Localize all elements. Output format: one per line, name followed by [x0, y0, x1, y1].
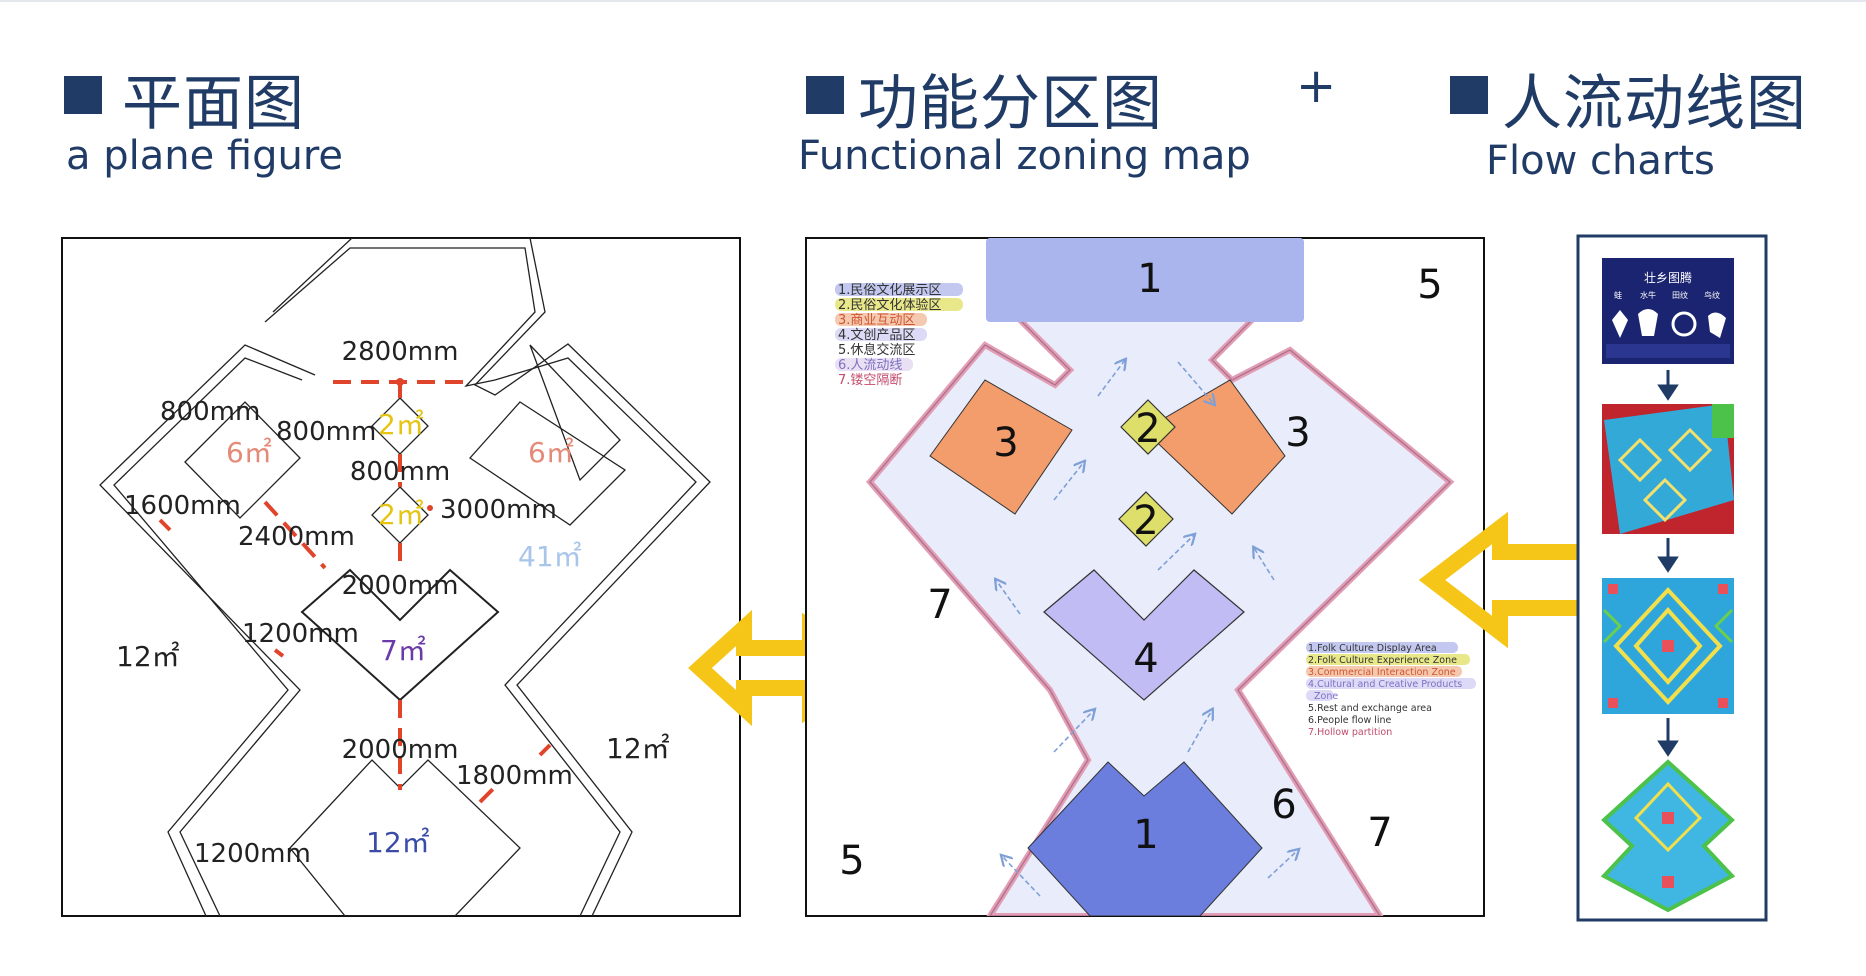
dim-800-left: 800mm [160, 397, 260, 427]
zone-label-5-bottomleft: 5 [839, 838, 864, 884]
zone-label-2-lower: 2 [1133, 498, 1158, 544]
dim-1200-bottom: 1200mm [194, 839, 311, 869]
embroidery-shape-image [1600, 759, 1736, 913]
plus-sign: + [1296, 58, 1337, 114]
legend-zh-5: 5.休息交流区 [838, 342, 915, 358]
zone-label-6: 6 [1271, 782, 1296, 828]
area-12-left: 12㎡ [116, 640, 180, 673]
zone-1-top [986, 238, 1304, 322]
flow-down-arrow-icon [1657, 718, 1679, 757]
zone-1-bottom [1027, 761, 1263, 916]
legend-en-1: 1.Folk Culture Display Area [1308, 643, 1437, 654]
zone-label-5-topright: 5 [1417, 262, 1442, 308]
totem-col-2: 水牛 [1640, 290, 1656, 300]
zone-label-7-right: 7 [1367, 810, 1392, 856]
zone-label-1-bottom: 1 [1133, 812, 1158, 858]
zone-label-4: 4 [1133, 636, 1158, 682]
zone-2-upper [1120, 399, 1176, 455]
zoning-header: 功能分区图 [806, 55, 1163, 142]
dim-2000-upper: 2000mm [342, 571, 459, 601]
plan-panel: 2800mm 800mm 800mm 800mm 1600mm 2400mm 3… [61, 237, 741, 917]
dim-2000-lower: 2000mm [342, 735, 459, 765]
zoning-subtitle: Functional zoning map [798, 133, 1251, 179]
legend-en-4: 4.Cultural and Creative Products [1308, 679, 1462, 690]
area-12-right: 12㎡ [606, 732, 670, 765]
plan-subtitle: a plane figure [66, 133, 344, 179]
legend-zh-4: 4.文创产品区 [838, 328, 915, 343]
zone-label-3-left: 3 [993, 420, 1018, 466]
legend-en-3: 3.Commercial Interaction Zone [1308, 667, 1456, 678]
square-bullet-icon [64, 75, 102, 114]
plan-room-bottom [289, 759, 521, 916]
dim-2400: 2400mm [238, 522, 355, 552]
plan-title: 平面图 [122, 69, 305, 139]
dim-800-center: 800mm [350, 457, 450, 487]
top-divider [0, 0, 1866, 2]
plan-outer-wall [272, 238, 711, 916]
plan-room-right [469, 401, 627, 526]
legend-zh-2: 2.民俗文化体验区 [838, 297, 941, 313]
legend-zh-7: 7.镂空隔断 [838, 373, 902, 388]
area-6-left: 6㎡ [226, 436, 272, 469]
totem-col-1: 蛙 [1614, 290, 1622, 300]
area-12-bottom: 12㎡ [366, 826, 430, 859]
dim-1600: 1600mm [124, 491, 241, 521]
legend-en-4b: Zone [1314, 691, 1338, 702]
zoning-title: 功能分区图 [858, 69, 1163, 139]
area-7: 7㎡ [380, 634, 426, 667]
legend-zh-1: 1.民俗文化展示区 [838, 283, 941, 298]
totem-col-3: 田纹 [1672, 290, 1688, 300]
zone-label-3-right: 3 [1285, 410, 1310, 456]
plan-left-wall [99, 344, 316, 916]
legend-en-2: 2.Folk Culture Experience Zone [1308, 655, 1457, 666]
zone-label-7-left: 7 [927, 582, 952, 628]
zone-label-1-top: 1 [1137, 256, 1162, 302]
flow-panel: 壮乡图腾 蛙 水牛 田纹 鸟纹 [1576, 234, 1768, 922]
embroidered-fabric-image [1602, 404, 1734, 534]
square-bullet-icon [1450, 75, 1488, 114]
plan-frame [61, 237, 741, 917]
area-2-mid: 2㎡ [378, 498, 424, 531]
flow-header: 人流动线图 [1450, 55, 1807, 142]
plan-room-left [184, 401, 301, 519]
dim-1200-left: 1200mm [242, 619, 359, 649]
area-2-top: 2㎡ [378, 408, 424, 441]
legend-en-7: 7.Hollow partition [1308, 727, 1392, 738]
totem-col-4: 鸟纹 [1704, 290, 1720, 300]
legend-en-6: 6.People flow line [1308, 715, 1392, 726]
zone-2-lower [1118, 491, 1174, 547]
legend-zh-3: 3.商业互动区 [838, 313, 915, 328]
totem-banner-title: 壮乡图腾 [1644, 270, 1692, 285]
legend-zh-6: 6.人流动线 [838, 358, 902, 373]
plan-header: 平面图 [64, 55, 305, 142]
dim-800-mid: 800mm [276, 417, 376, 447]
totem-banner-image: 壮乡图腾 蛙 水牛 田纹 鸟纹 [1602, 258, 1734, 364]
pattern-swatch-image [1602, 578, 1734, 714]
area-41: 41㎡ [518, 540, 582, 573]
zone-3-left [929, 379, 1073, 515]
legend-en-5: 5.Rest and exchange area [1308, 703, 1432, 714]
zone-label-2-upper: 2 [1135, 406, 1160, 452]
flow-down-arrow-icon [1657, 538, 1679, 573]
dim-2800: 2800mm [342, 337, 459, 367]
zone-4 [1043, 569, 1245, 701]
legend-chinese: 1.民俗文化展示区 2.民俗文化体验区 3.商业互动区 4.文创产品区 5.休息… [835, 283, 963, 388]
zone-3-right [1143, 379, 1286, 515]
flow-arrows [996, 360, 1298, 897]
square-bullet-icon [806, 75, 844, 114]
legend-english: 1.Folk Culture Display Area 2.Folk Cultu… [1306, 642, 1476, 738]
area-6-right: 6㎡ [528, 436, 574, 469]
flow-title: 人流动线图 [1502, 69, 1807, 139]
zoning-panel: 1 5 3 2 3 2 7 4 6 1 7 5 1. [805, 237, 1485, 917]
dim-1800: 1800mm [456, 761, 573, 791]
flow-subtitle: Flow charts [1486, 138, 1715, 184]
dim-3000: 3000mm [440, 495, 557, 525]
flow-down-arrow-icon [1657, 370, 1679, 401]
